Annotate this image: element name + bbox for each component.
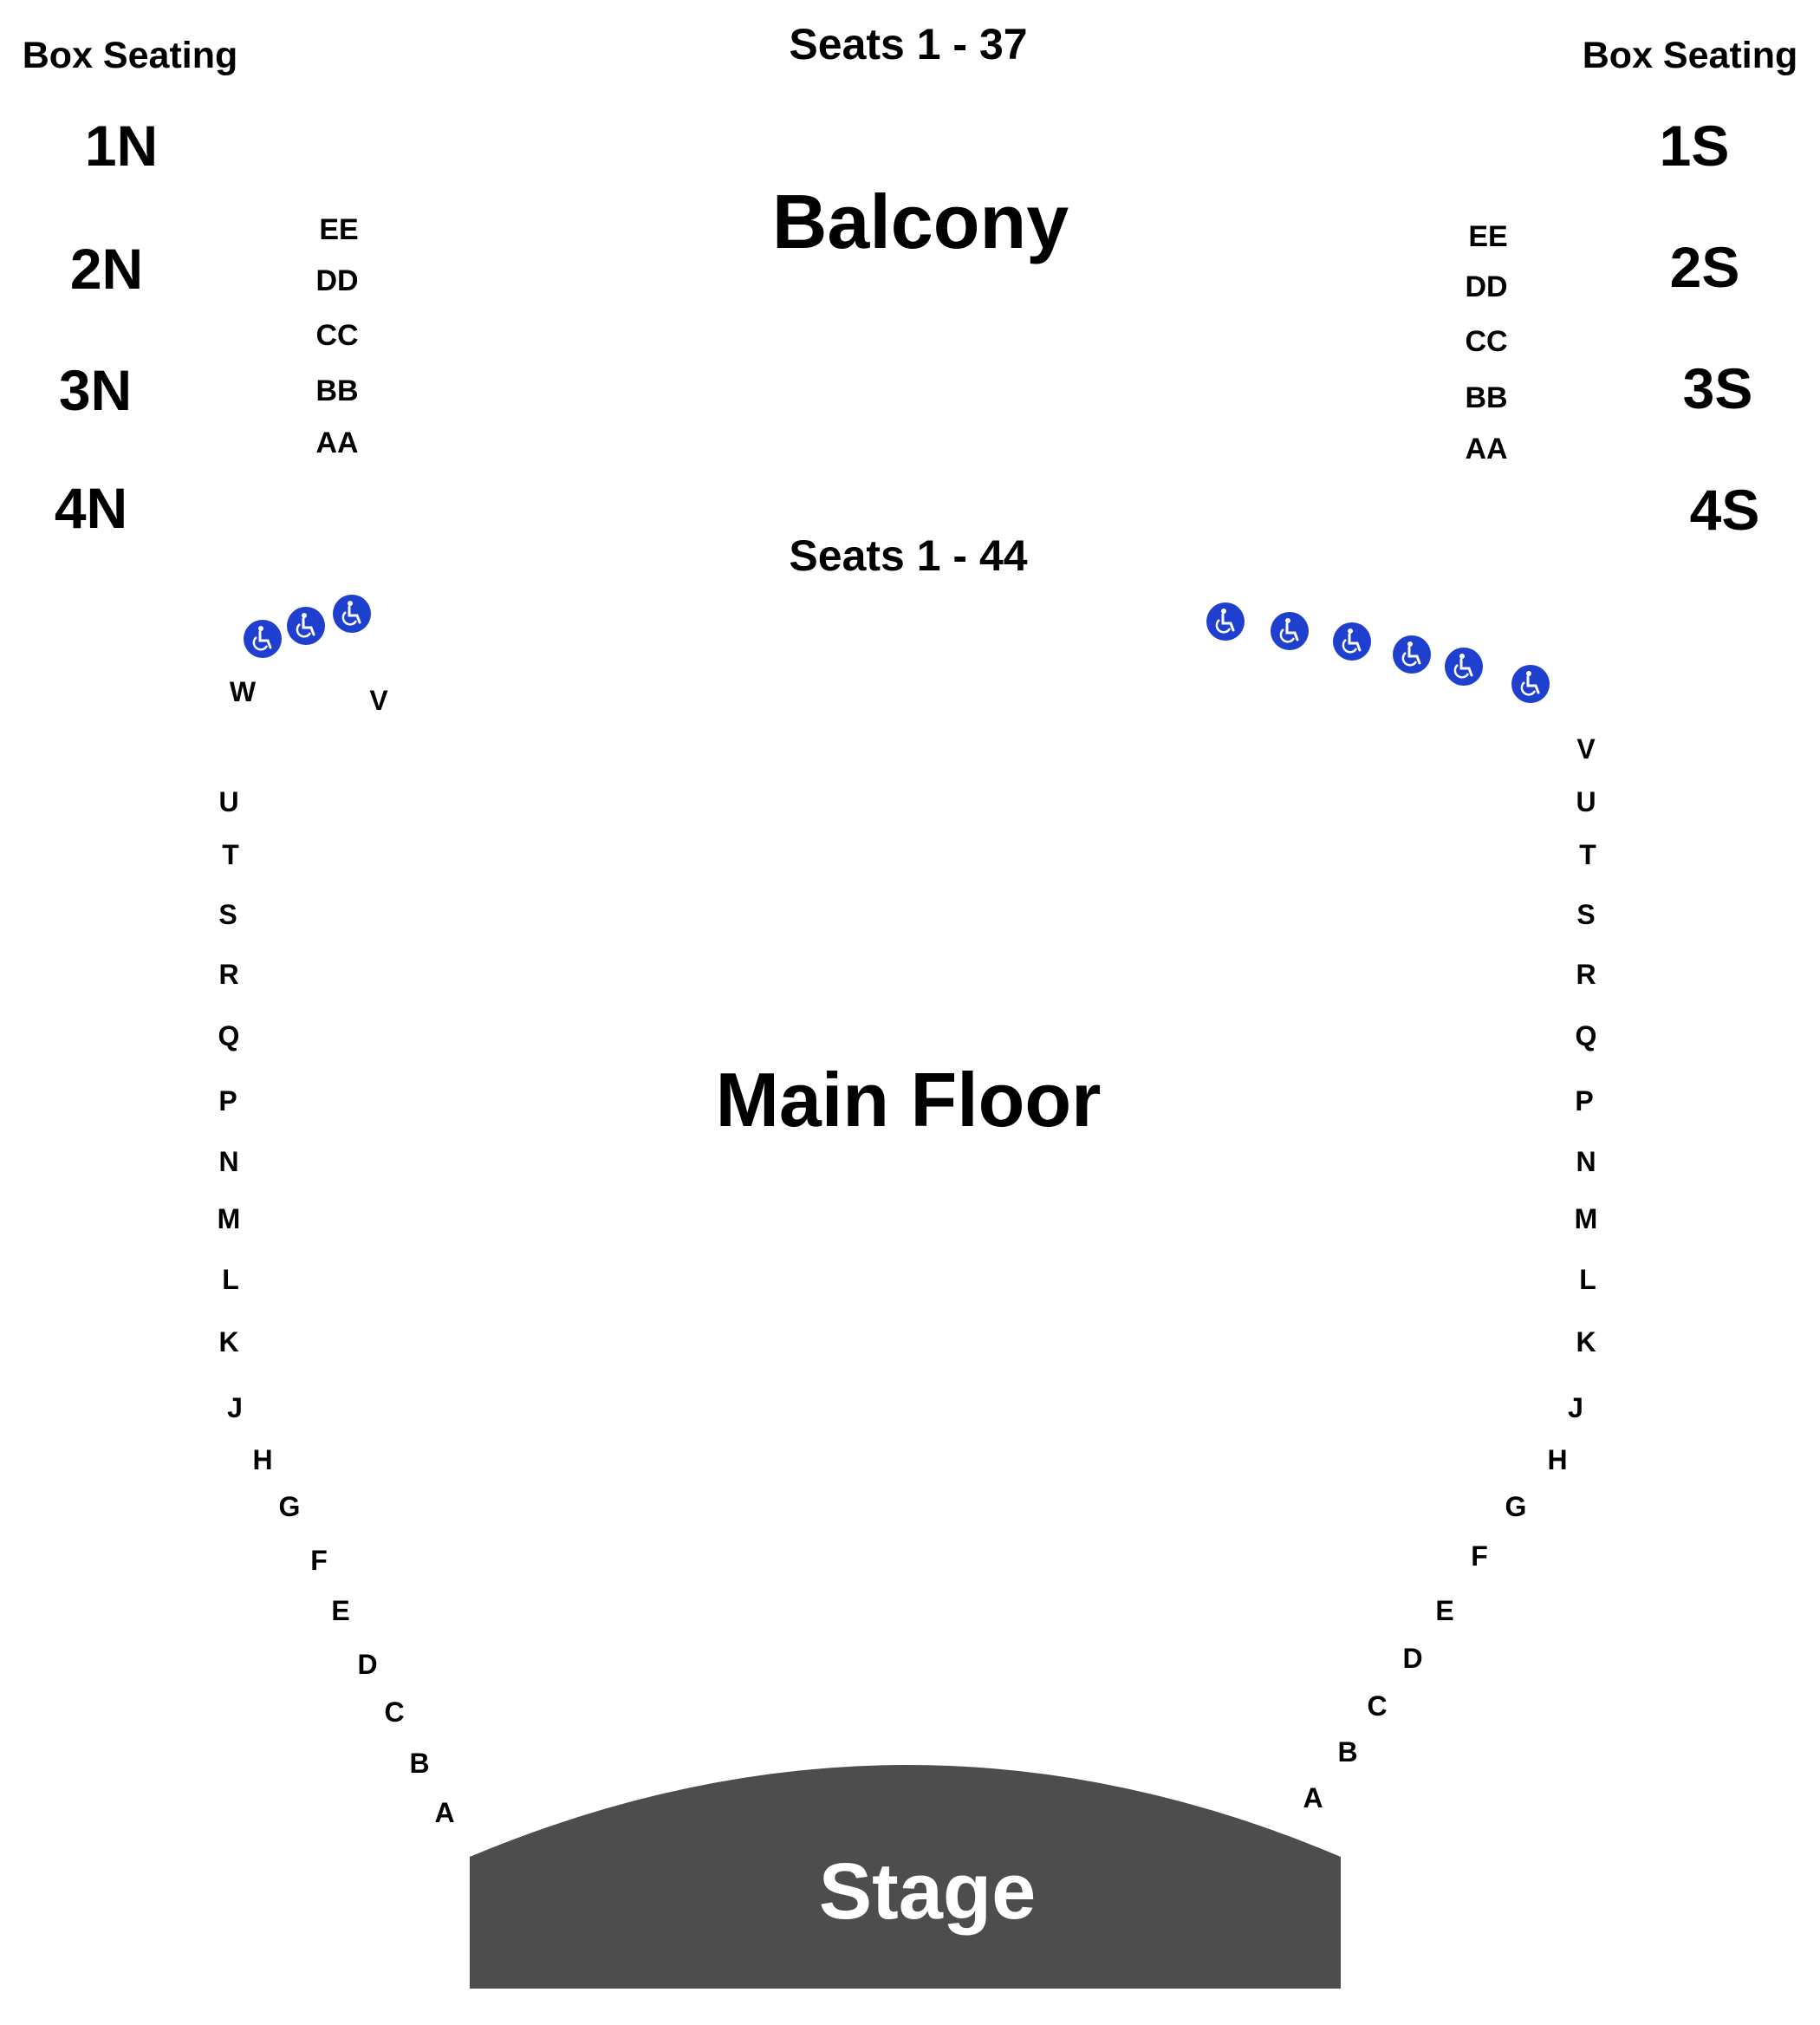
balcony-row-right-cc[interactable]: CC <box>1465 325 1508 358</box>
balcony-row-right-aa[interactable]: AA <box>1465 433 1508 466</box>
main-row-right-a[interactable]: A <box>1303 1782 1323 1813</box>
wheelchair-accessible-icon[interactable] <box>287 607 325 645</box>
balcony-section-label: Balcony <box>771 179 1069 264</box>
main-row-right-c[interactable]: C <box>1367 1690 1388 1722</box>
main-row-left-q[interactable]: Q <box>218 1020 240 1052</box>
main-row-left-m[interactable]: M <box>217 1203 241 1234</box>
main-row-right-l[interactable]: L <box>1579 1264 1596 1295</box>
main-row-left-b[interactable]: B <box>409 1748 430 1779</box>
box-3n[interactable]: 3N <box>58 358 133 422</box>
balcony-row-right-dd[interactable]: DD <box>1465 270 1508 303</box>
main-row-left-l[interactable]: L <box>222 1264 239 1295</box>
main-row-right-h[interactable]: H <box>1547 1444 1568 1475</box>
wheelchair-accessible-icon[interactable] <box>244 620 282 658</box>
main-row-right-p[interactable]: P <box>1575 1085 1594 1117</box>
main-row-right-e[interactable]: E <box>1435 1595 1454 1626</box>
main-row-right-t[interactable]: T <box>1579 839 1596 870</box>
main-row-left-v[interactable]: V <box>369 685 388 716</box>
main-floor-seats-header: Seats 1 - 44 <box>789 531 1028 580</box>
main-row-left-t[interactable]: T <box>222 839 239 870</box>
main-row-right-f[interactable]: F <box>1471 1540 1488 1572</box>
balcony-row-left-cc[interactable]: CC <box>315 319 359 352</box>
box-seating-left-header: Box Seating <box>22 35 238 76</box>
main-row-left-e[interactable]: E <box>331 1595 350 1626</box>
main-row-right-j[interactable]: J <box>1568 1392 1583 1423</box>
main-row-left-w[interactable]: W <box>229 676 257 707</box>
main-row-right-r[interactable]: R <box>1576 959 1596 990</box>
wheelchair-accessible-icon[interactable] <box>1271 612 1309 650</box>
main-row-right-s[interactable]: S <box>1576 899 1596 930</box>
box-4s[interactable]: 4S <box>1689 478 1760 542</box>
main-row-left-s[interactable]: S <box>218 899 237 930</box>
main-row-left-h[interactable]: H <box>252 1444 273 1475</box>
wheelchair-accessible-icon[interactable] <box>1393 635 1431 674</box>
balcony-row-left-aa[interactable]: AA <box>315 426 359 459</box>
wheelchair-accessible-icon[interactable] <box>1511 665 1550 703</box>
wheelchair-accessible-icon[interactable] <box>1206 602 1245 641</box>
main-row-left-k[interactable]: K <box>218 1326 239 1358</box>
balcony-row-right-bb[interactable]: BB <box>1465 381 1508 414</box>
balcony-row-left-dd[interactable]: DD <box>315 264 359 297</box>
main-row-right-g[interactable]: G <box>1505 1491 1527 1522</box>
box-seating-right-header: Box Seating <box>1582 35 1798 76</box>
balcony-row-left-ee[interactable]: EE <box>319 213 359 246</box>
main-row-left-j[interactable]: J <box>227 1392 243 1423</box>
wheelchair-accessible-icon[interactable] <box>1445 648 1483 686</box>
main-row-left-g[interactable]: G <box>278 1491 301 1522</box>
box-4n[interactable]: 4N <box>54 476 128 540</box>
balcony-row-right-ee[interactable]: EE <box>1468 220 1508 253</box>
main-row-right-n[interactable]: N <box>1576 1146 1596 1177</box>
box-1n[interactable]: 1N <box>84 114 159 178</box>
main-row-left-r[interactable]: R <box>218 959 239 990</box>
balcony-seats-header: Seats 1 - 37 <box>789 20 1028 68</box>
main-row-right-d[interactable]: D <box>1402 1643 1423 1674</box>
wheelchair-accessible-icon[interactable] <box>333 595 371 633</box>
box-2n[interactable]: 2N <box>69 237 144 301</box>
main-row-left-c[interactable]: C <box>384 1696 405 1728</box>
main-row-left-u[interactable]: U <box>218 786 239 817</box>
balcony-row-left-bb[interactable]: BB <box>315 374 359 407</box>
main-row-right-q[interactable]: Q <box>1575 1020 1597 1052</box>
main-row-right-m[interactable]: M <box>1574 1203 1598 1234</box>
main-floor-section-label: Main Floor <box>715 1057 1102 1143</box>
main-row-left-p[interactable]: P <box>218 1085 237 1117</box>
main-row-left-a[interactable]: A <box>434 1797 455 1828</box>
stage-label: Stage <box>818 1847 1037 1936</box>
box-1s[interactable]: 1S <box>1659 114 1730 178</box>
wheelchair-accessible-icon[interactable] <box>1333 622 1371 661</box>
main-row-right-u[interactable]: U <box>1576 786 1596 817</box>
main-row-left-d[interactable]: D <box>357 1649 378 1680</box>
main-row-left-f[interactable]: F <box>310 1545 328 1576</box>
box-3s[interactable]: 3S <box>1682 356 1753 420</box>
main-row-right-b[interactable]: B <box>1337 1736 1358 1768</box>
main-row-left-n[interactable]: N <box>218 1146 239 1177</box>
box-2s[interactable]: 2S <box>1669 235 1740 299</box>
main-row-right-v[interactable]: V <box>1576 733 1596 765</box>
main-row-right-k[interactable]: K <box>1576 1326 1596 1358</box>
